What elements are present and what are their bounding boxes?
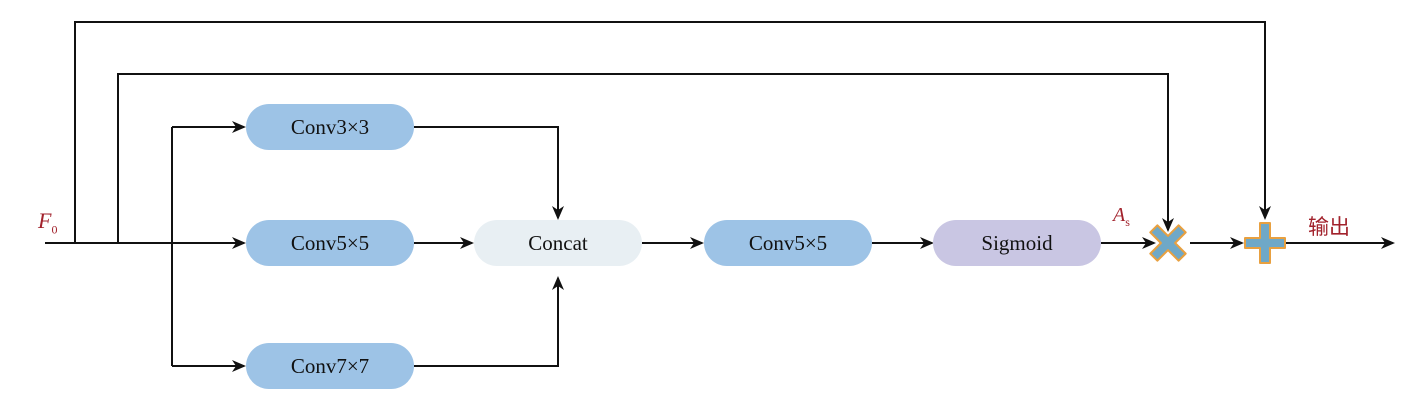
input-feature-label: F0 — [38, 208, 57, 237]
input-label-sub: 0 — [51, 222, 58, 237]
output-label: 输出 — [1308, 215, 1350, 239]
conv5x5-branch-label: Conv5×5 — [290, 230, 370, 255]
concat-label: Concat — [528, 230, 588, 255]
multiply-operator-icon — [1149, 224, 1187, 262]
attention-label-main: A — [1113, 204, 1126, 226]
conv7-to-concat — [414, 276, 564, 367]
conv3-to-concat — [414, 126, 564, 220]
add-operator-icon — [1244, 222, 1286, 264]
conv7x7-label: Conv7×7 — [290, 353, 370, 378]
skip-connection-to-add — [74, 21, 1271, 243]
attention-map-label: As — [1113, 204, 1130, 230]
conv5x5-main-label: Conv5×5 — [748, 230, 828, 255]
conv5x5-main-node: Conv5×5 — [704, 220, 872, 266]
conv7x7-node: Conv7×7 — [246, 343, 414, 389]
skip-connection-to-multiply — [117, 73, 1174, 243]
conv3x3-label: Conv3×3 — [290, 114, 370, 139]
attention-label-sub: s — [1125, 215, 1130, 229]
conv5x5-branch-node: Conv5×5 — [246, 220, 414, 266]
conv3x3-node: Conv3×3 — [246, 104, 414, 150]
input-label-main: F — [38, 208, 52, 233]
concat-node: Concat — [474, 220, 642, 266]
sigmoid-label: Sigmoid — [981, 230, 1053, 255]
sigmoid-node: Sigmoid — [933, 220, 1101, 266]
